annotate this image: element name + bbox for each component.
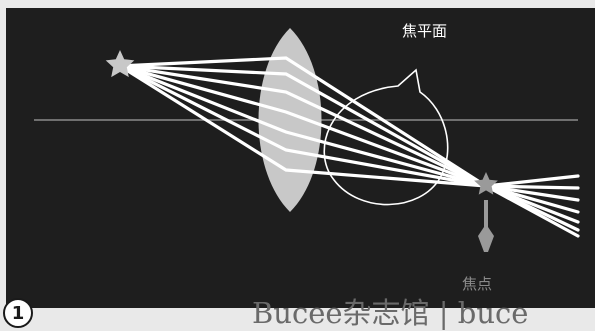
focal-plane-callout <box>323 68 449 206</box>
light-rays <box>118 56 580 238</box>
pointer-shaft <box>484 200 488 236</box>
light-ray <box>118 64 580 202</box>
focal-point-label: 焦点 <box>462 275 493 293</box>
figure-number: 1 <box>11 302 25 324</box>
light-ray <box>118 64 580 190</box>
watermark-text: Bucee杂志馆 | buce <box>252 296 529 330</box>
focal-plane-label: 焦平面 <box>402 22 448 40</box>
pointer-head <box>478 224 494 252</box>
star-icon <box>105 50 135 78</box>
light-ray <box>118 64 580 224</box>
light-ray <box>118 64 580 232</box>
figure-number-badge: 1 <box>3 298 33 328</box>
arrow-up-icon <box>478 200 494 252</box>
light-ray <box>118 64 580 238</box>
light-ray <box>118 56 580 188</box>
light-ray <box>118 64 580 214</box>
star-icon <box>474 172 498 195</box>
